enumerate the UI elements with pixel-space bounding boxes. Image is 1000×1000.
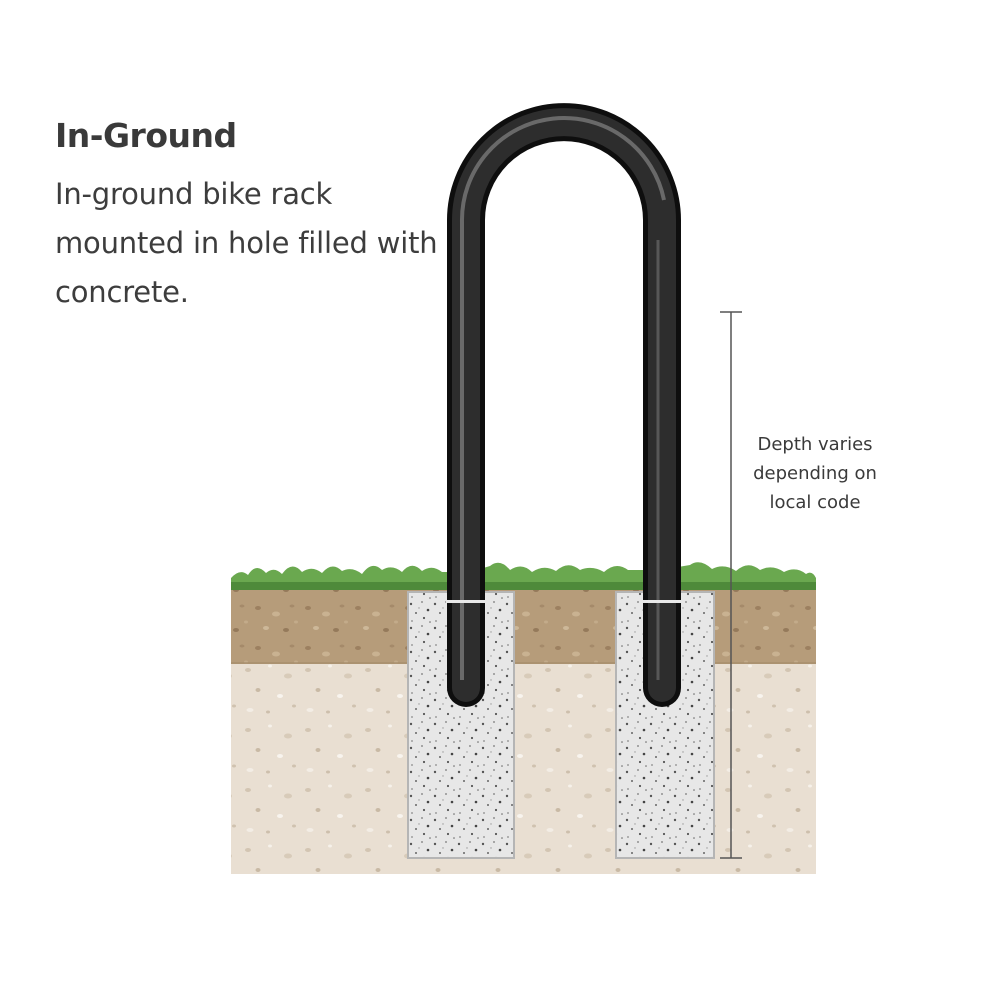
grass-layer: [231, 562, 816, 590]
topsoil-layer: [231, 590, 816, 664]
depth-label-line-2: depending on: [753, 463, 877, 484]
description-text: In-ground bike rack mounted in hole fill…: [55, 177, 438, 309]
depth-label-line-3: local code: [769, 492, 861, 513]
depth-label-line-1: Depth varies: [757, 434, 873, 455]
subsoil-layer: [231, 662, 816, 874]
page-title: In-Ground: [55, 116, 237, 155]
depth-label: Depth varies depending on local code: [740, 430, 890, 517]
depth-dimension-line: [720, 311, 742, 859]
bike-rack-pipe: [446, 103, 682, 707]
